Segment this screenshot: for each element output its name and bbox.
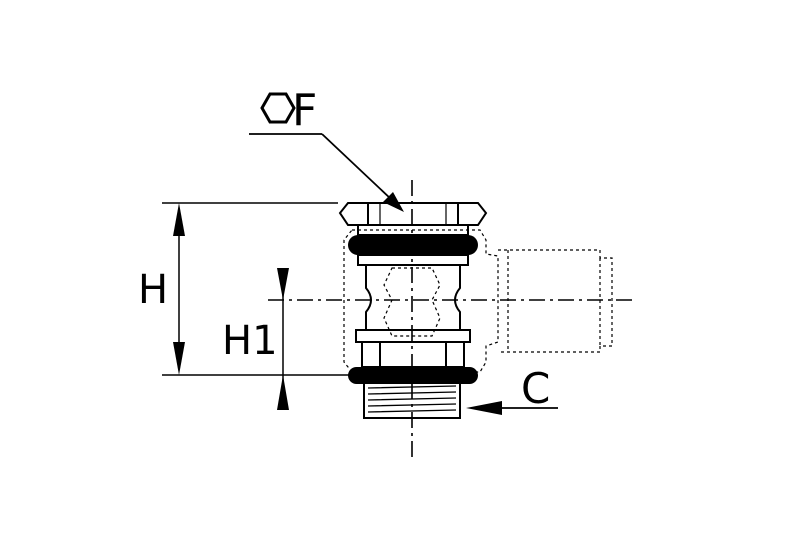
center-lines — [268, 180, 632, 458]
label-height-total: H — [138, 267, 168, 313]
label-thread: C — [521, 364, 550, 413]
o-ring-top — [348, 235, 478, 255]
hexagon-icon — [260, 92, 296, 124]
hex-nut — [338, 202, 488, 226]
dimension-h-arrow-top — [173, 203, 185, 236]
thread — [363, 383, 461, 419]
dimension-h — [162, 202, 350, 376]
hex-leader — [249, 133, 393, 201]
dimension-h1-arrow-bottom — [277, 375, 289, 410]
label-height-partial: H1 — [222, 318, 278, 364]
hidden-lines — [343, 229, 613, 373]
thread-leader-arrowhead — [466, 401, 502, 415]
label-hex-size: F — [292, 85, 317, 136]
dimension-h1-arrow-top — [277, 268, 289, 300]
dimension-h-arrow-bottom — [173, 342, 185, 375]
o-ring-bottom — [348, 367, 478, 384]
